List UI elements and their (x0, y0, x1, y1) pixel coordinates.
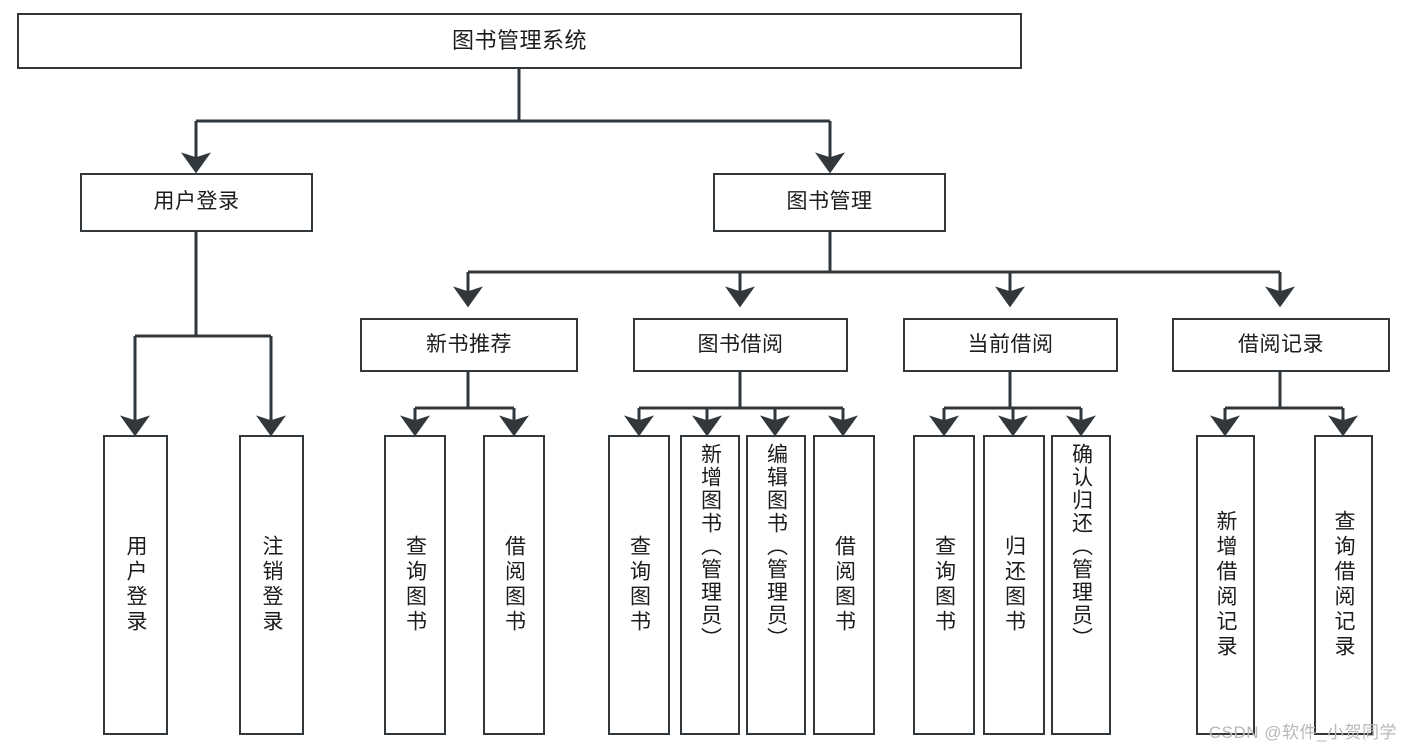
node-label: 新增图书（管理员） (698, 443, 722, 650)
node-label: 查询图书 (932, 535, 956, 635)
node-label: 查询图书 (403, 535, 427, 635)
node-label: 新增借阅记录 (1214, 510, 1237, 660)
leaf-user-login-logout[interactable]: 注销登录 (239, 435, 304, 735)
watermark: CSDN @软件_小贺同学 (1208, 723, 1397, 742)
node-label: 图书借阅 (697, 332, 784, 356)
node-root-book-management-system[interactable]: 图书管理系统 (17, 13, 1022, 69)
node-label: 归还图书 (1002, 535, 1026, 635)
leaf-book-borrow-query[interactable]: 查询图书 (608, 435, 670, 735)
leaf-new-book-query[interactable]: 查询图书 (384, 435, 446, 735)
node-borrow-records[interactable]: 借阅记录 (1172, 318, 1390, 372)
node-label: 图书管理系统 (451, 28, 587, 54)
node-label: 编辑图书（管理员） (764, 443, 788, 650)
node-label: 借阅图书 (832, 535, 856, 635)
node-label: 查询图书 (627, 535, 651, 635)
leaf-book-borrow-add-admin[interactable]: 新增图书（管理员） (680, 435, 740, 735)
node-current-borrow[interactable]: 当前借阅 (903, 318, 1118, 372)
leaf-new-book-borrow[interactable]: 借阅图书 (483, 435, 545, 735)
node-book-borrow[interactable]: 图书借阅 (633, 318, 848, 372)
node-label: 当前借阅 (967, 332, 1054, 356)
node-label: 查询借阅记录 (1332, 510, 1355, 660)
node-user-login[interactable]: 用户登录 (80, 173, 313, 232)
leaf-records-query[interactable]: 查询借阅记录 (1314, 435, 1373, 735)
leaf-current-borrow-return[interactable]: 归还图书 (983, 435, 1045, 735)
leaf-current-borrow-confirm-return-admin[interactable]: 确认归还（管理员） (1051, 435, 1111, 735)
node-label: 用户登录 (124, 535, 147, 635)
node-label: 新书推荐 (426, 332, 512, 356)
node-new-book-recommend[interactable]: 新书推荐 (360, 318, 578, 372)
leaf-current-borrow-query[interactable]: 查询图书 (913, 435, 975, 735)
node-book-management[interactable]: 图书管理 (713, 173, 946, 232)
node-label: 用户登录 (153, 190, 240, 214)
node-label: 确认归还（管理员） (1069, 443, 1093, 650)
leaf-book-borrow-edit-admin[interactable]: 编辑图书（管理员） (746, 435, 806, 735)
leaf-records-add[interactable]: 新增借阅记录 (1196, 435, 1255, 735)
node-label: 借阅记录 (1238, 332, 1324, 356)
node-label: 图书管理 (786, 190, 873, 214)
node-label: 借阅图书 (502, 535, 526, 635)
node-label: 注销登录 (260, 535, 283, 635)
leaf-user-login-login[interactable]: 用户登录 (103, 435, 168, 735)
leaf-book-borrow-borrow[interactable]: 借阅图书 (813, 435, 875, 735)
